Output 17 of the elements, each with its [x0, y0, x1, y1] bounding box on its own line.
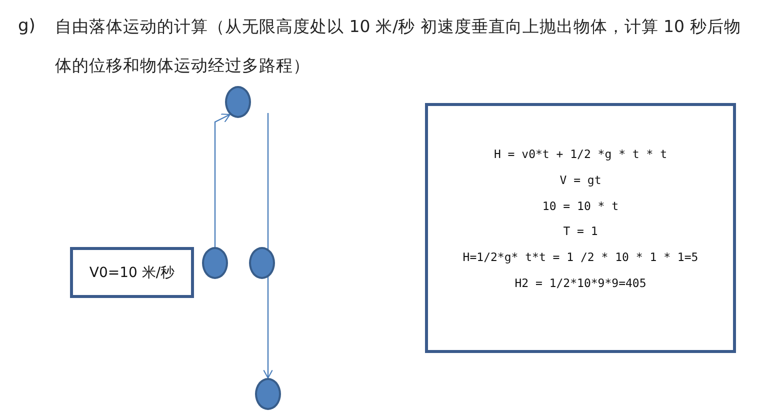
ball-circle	[255, 378, 281, 410]
formula-text: T = 1	[563, 223, 598, 240]
formula-text: 10 = 10 * t	[542, 198, 619, 215]
box-text: V0=10 米/秒	[89, 264, 175, 282]
formula-text: H=1/2*g* t*t = 1 /2 * 10 * 1 * 1=5	[462, 249, 698, 266]
ball-circle	[202, 247, 228, 279]
item-marker: g)	[18, 15, 36, 38]
formula-text: H2 = 1/2*10*9*9=405	[514, 274, 646, 292]
arrow	[262, 113, 274, 379]
arrow	[214, 114, 230, 247]
formula-box	[425, 103, 736, 353]
ball-circle	[225, 86, 251, 118]
formula-text: H = v0*t + 1/2 *g * t * t	[494, 146, 668, 163]
ball-circle	[249, 247, 275, 279]
formula-text: V = gt	[560, 172, 602, 189]
text-box	[70, 247, 194, 298]
title: 自由落体运动的计算（从无限高度处以 10 米/秒 初速度垂直向上抛出物体，计算 10 秒后物体的位移和物体运动经过多路程）	[55, 16, 742, 77]
